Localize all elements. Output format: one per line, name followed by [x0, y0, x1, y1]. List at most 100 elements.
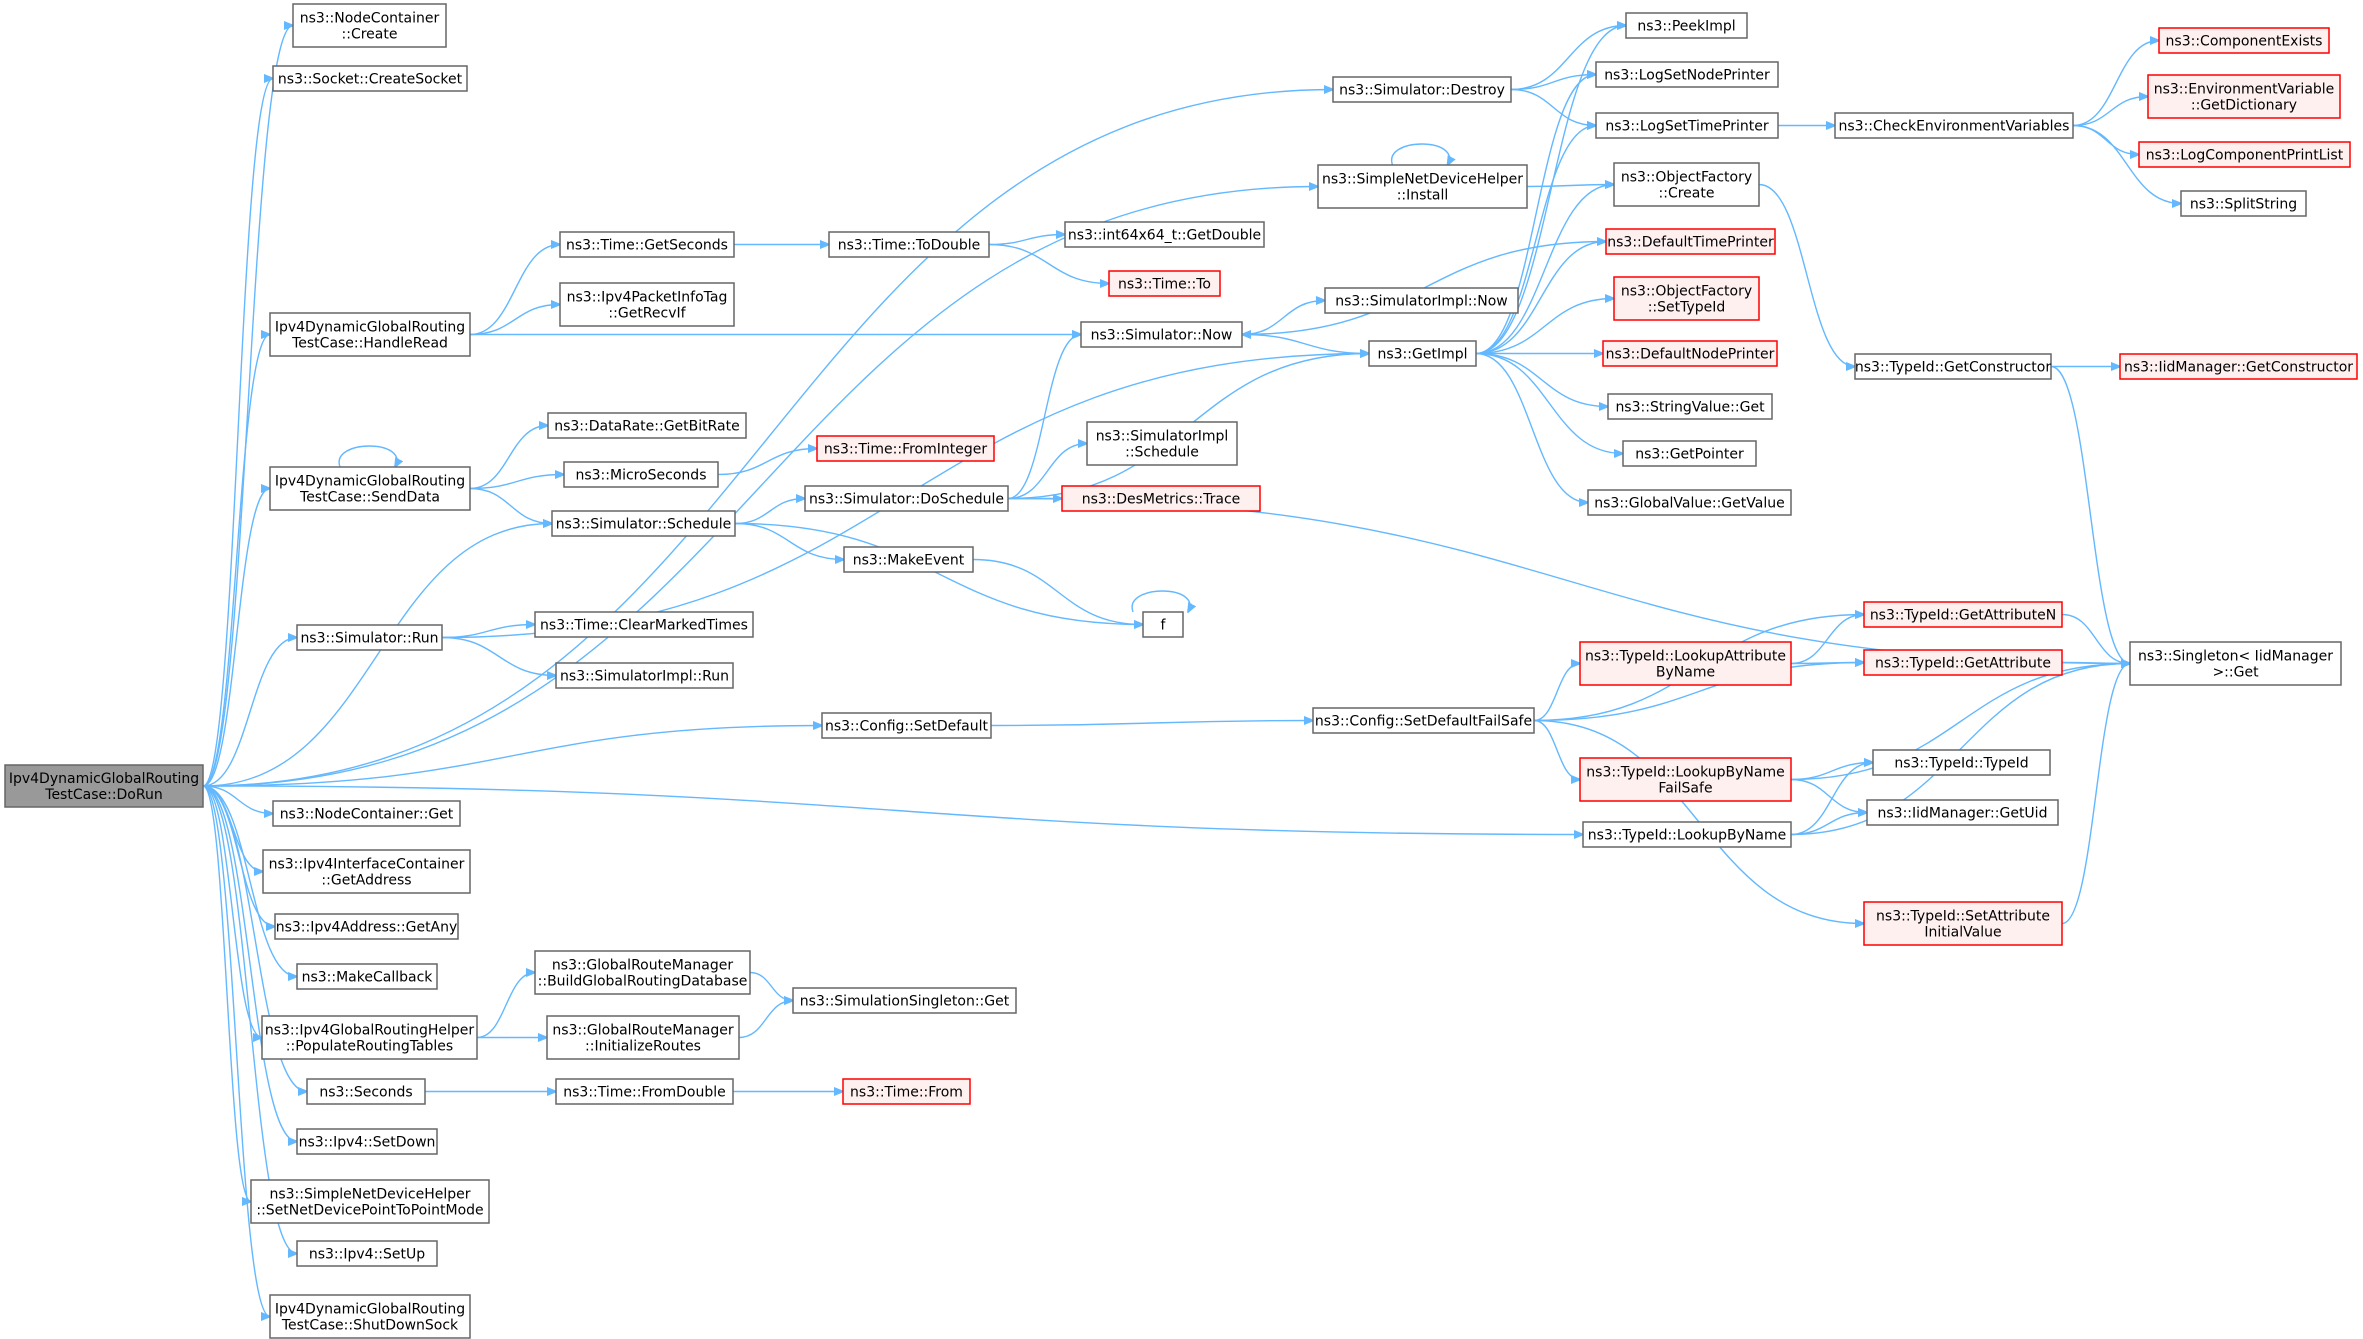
node-typeid-typeid[interactable]: ns3::TypeId::TypeId	[1872, 749, 2051, 776]
node-defaultnodeprinter[interactable]: ns3::DefaultNodePrinter	[1602, 340, 1778, 367]
node-f[interactable]: f	[1142, 611, 1184, 638]
node-handleread[interactable]: Ipv4DynamicGlobalRoutingTestCase::Handle…	[269, 312, 471, 357]
node-lookupbyname[interactable]: ns3::TypeId::LookupByName	[1582, 821, 1792, 848]
node-sim-destroy[interactable]: ns3::Simulator::Destroy	[1332, 76, 1512, 103]
node-label: ns3::SplitString	[2190, 197, 2297, 213]
node-objfac-settypeid[interactable]: ns3::ObjectFactory::SetTypeId	[1613, 276, 1760, 321]
node-simimpl-run[interactable]: ns3::SimulatorImpl::Run	[555, 662, 734, 689]
node-ipv4-setdown[interactable]: ns3::Ipv4::SetDown	[296, 1128, 438, 1155]
node-int64-getdouble[interactable]: ns3::int64x64_t::GetDouble	[1064, 221, 1265, 248]
node-splitstring[interactable]: ns3::SplitString	[2180, 190, 2307, 217]
edge-getimpl-to-peekimpl	[1475, 26, 1626, 355]
node-sim-schedule[interactable]: ns3::Simulator::Schedule	[551, 510, 736, 537]
node-shutdownsock[interactable]: Ipv4DynamicGlobalRoutingTestCase::ShutDo…	[269, 1294, 471, 1339]
node-iidmgr-getctor[interactable]: ns3::IidManager::GetConstructor	[2119, 353, 2358, 380]
node-box	[1317, 164, 1528, 209]
edge-sim-doschedule-to-singleton-get	[1007, 497, 2130, 664]
node-time-frominteger[interactable]: ns3::Time::FromInteger	[816, 435, 995, 462]
node-grm-build[interactable]: ns3::GlobalRouteManager::BuildGlobalRout…	[534, 950, 751, 995]
edge-config-failsafe-to-lookupbyname-fs	[1533, 719, 1580, 780]
node-label: ns3::DefaultTimePrinter	[1607, 235, 1774, 251]
node-box	[296, 1128, 438, 1155]
node-socket-create[interactable]: ns3::Socket::CreateSocket	[272, 65, 468, 92]
node-makeevent[interactable]: ns3::MakeEvent	[843, 546, 974, 573]
edge-root-to-sim-destroy	[202, 90, 1333, 787]
node-label: >::Get	[2212, 665, 2259, 681]
node-box	[272, 65, 468, 92]
node-grm-init[interactable]: ns3::GlobalRouteManager::InitializeRoute…	[546, 1015, 740, 1060]
node-stringvalue-get[interactable]: ns3::StringValue::Get	[1607, 393, 1773, 420]
node-globalvalue[interactable]: ns3::GlobalValue::GetValue	[1587, 489, 1792, 516]
node-box	[2158, 27, 2330, 54]
node-time-fromdouble[interactable]: ns3::Time::FromDouble	[555, 1078, 734, 1105]
node-time-todouble[interactable]: ns3::Time::ToDouble	[828, 231, 990, 258]
node-ipv4-setup[interactable]: ns3::Ipv4::SetUp	[296, 1240, 438, 1267]
node-ipv4pit[interactable]: ns3::Ipv4PacketInfoTag::GetRecvIf	[559, 282, 735, 327]
node-logsetnode[interactable]: ns3::LogSetNodePrinter	[1595, 61, 1779, 88]
node-simimpl-schedule[interactable]: ns3::SimulatorImpl::Schedule	[1086, 421, 1238, 466]
node-label: ns3::MicroSeconds	[575, 468, 706, 484]
node-makecallback[interactable]: ns3::MakeCallback	[296, 963, 438, 990]
node-config-failsafe[interactable]: ns3::Config::SetDefaultFailSafe	[1312, 707, 1535, 734]
node-box	[1579, 641, 1792, 686]
node-iidmgr-getuid[interactable]: ns3::IidManager::GetUid	[1866, 799, 2059, 826]
node-box	[4, 764, 204, 808]
node-envvar[interactable]: ns3::EnvironmentVariable::GetDictionary	[2147, 74, 2341, 119]
node-sndh-install[interactable]: ns3::SimpleNetDeviceHelper::Install	[1317, 164, 1528, 209]
node-typeid-getattr[interactable]: ns3::TypeId::GetAttribute	[1863, 649, 2063, 676]
node-nc-get[interactable]: ns3::NodeContainer::Get	[272, 800, 461, 827]
edge-lookupbyname-to-typeid-typeid	[1790, 763, 1873, 836]
edge-sim-now-to-getimpl	[1241, 333, 1369, 354]
node-microseconds[interactable]: ns3::MicroSeconds	[563, 461, 719, 488]
node-getimpl[interactable]: ns3::GetImpl	[1368, 340, 1477, 367]
node-logsettime[interactable]: ns3::LogSetTimePrinter	[1595, 112, 1779, 139]
node-senddata[interactable]: Ipv4DynamicGlobalRoutingTestCase::SendDa…	[269, 466, 471, 511]
node-box	[821, 712, 992, 739]
node-label: TestCase::ShutDownSock	[281, 1318, 459, 1334]
node-time-from[interactable]: ns3::Time::From	[842, 1078, 971, 1105]
node-time-to[interactable]: ns3::Time::To	[1108, 270, 1221, 297]
node-compexists[interactable]: ns3::ComponentExists	[2158, 27, 2330, 54]
node-datarate[interactable]: ns3::DataRate::GetBitRate	[547, 412, 747, 439]
node-desmetrics[interactable]: ns3::DesMetrics::Trace	[1061, 485, 1261, 512]
node-defaulttimeprinter[interactable]: ns3::DefaultTimePrinter	[1605, 228, 1776, 255]
node-sim-run[interactable]: ns3::Simulator::Run	[296, 624, 443, 651]
node-box	[1368, 340, 1477, 367]
node-clearmarked[interactable]: ns3::Time::ClearMarkedTimes	[534, 611, 754, 638]
edge-checkenv-to-logcomplist	[2072, 124, 2139, 155]
node-nc-create[interactable]: ns3::NodeContainer::Create	[292, 3, 447, 48]
node-box	[296, 624, 443, 651]
node-sim-now[interactable]: ns3::Simulator::Now	[1080, 321, 1243, 348]
node-logcomplist[interactable]: ns3::LogComponentPrintList	[2138, 141, 2351, 168]
node-typeid-getattrn[interactable]: ns3::TypeId::GetAttributeN	[1863, 601, 2063, 628]
node-simsingleton-get[interactable]: ns3::SimulationSingleton::Get	[792, 987, 1017, 1014]
node-label: ns3::SimulationSingleton::Get	[800, 994, 1010, 1010]
node-ipv4grh-populate[interactable]: ns3::Ipv4GlobalRoutingHelper::PopulateRo…	[261, 1015, 478, 1060]
node-checkenv[interactable]: ns3::CheckEnvironmentVariables	[1834, 112, 2074, 139]
node-box	[2129, 641, 2342, 686]
node-sndh-p2p[interactable]: ns3::SimpleNetDeviceHelper::SetNetDevice…	[250, 1179, 490, 1224]
node-box	[534, 611, 754, 638]
node-objfac-create[interactable]: ns3::ObjectFactory::Create	[1613, 162, 1760, 207]
node-sim-doschedule[interactable]: ns3::Simulator::DoSchedule	[804, 485, 1009, 512]
node-label: ::SetNetDevicePointToPointMode	[256, 1203, 483, 1219]
node-getpointer[interactable]: ns3::GetPointer	[1622, 440, 1757, 467]
edge-root-to-nc-create	[202, 26, 293, 787]
edge-objfac-create-to-typeid-getctor	[1758, 183, 1855, 367]
node-simimpl-now[interactable]: ns3::SimulatorImpl::Now	[1324, 287, 1519, 314]
node-singleton-get[interactable]: ns3::Singleton< IidManager >::Get	[2129, 641, 2342, 686]
node-peekimpl[interactable]: ns3::PeekImpl	[1625, 12, 1748, 39]
node-time-getseconds[interactable]: ns3::Time::GetSeconds	[559, 231, 735, 258]
node-config-setdefault[interactable]: ns3::Config::SetDefault	[821, 712, 992, 739]
node-typeid-getctor[interactable]: ns3::TypeId::GetConstructor	[1854, 353, 2052, 380]
node-box	[1607, 393, 1773, 420]
node-ipv4addr-getany[interactable]: ns3::Ipv4Address::GetAny	[274, 913, 459, 940]
node-label: ns3::TypeId::SetAttribute	[1876, 909, 2050, 925]
node-ipv4ic-getaddr[interactable]: ns3::Ipv4InterfaceContainer::GetAddress	[262, 849, 471, 894]
node-box	[555, 1078, 734, 1105]
node-seconds[interactable]: ns3::Seconds	[306, 1078, 426, 1105]
